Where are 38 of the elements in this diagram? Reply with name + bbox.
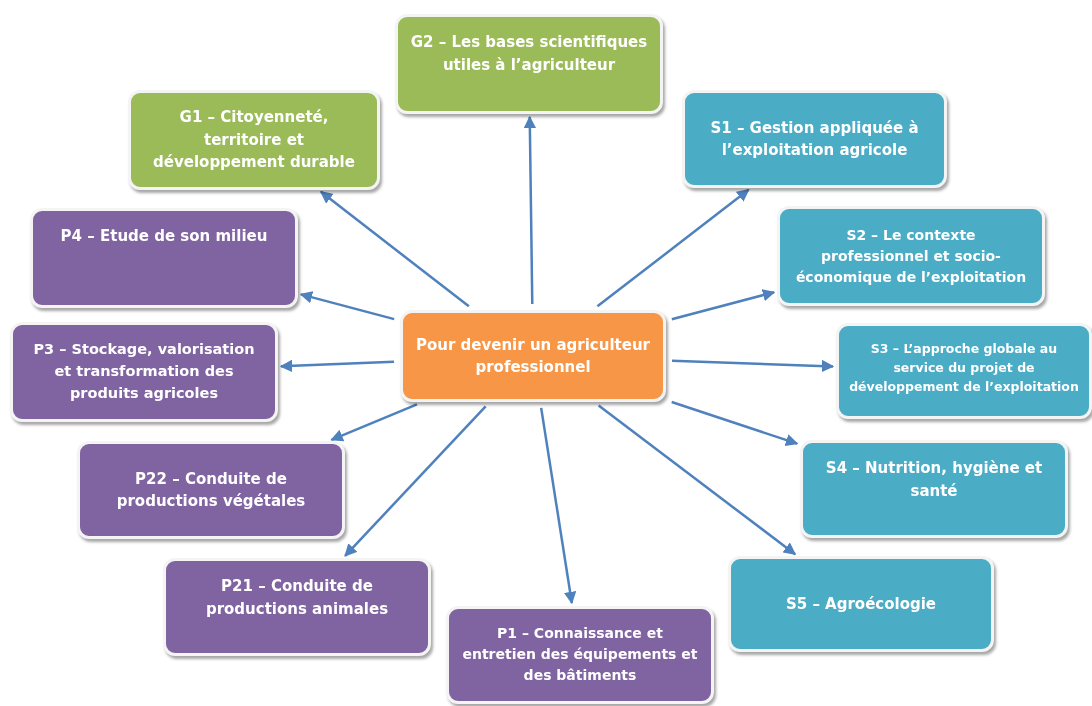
box-text: S5 – Agroécologie <box>785 593 937 615</box>
module-box <box>163 558 431 656</box>
module-box <box>30 208 298 308</box>
arrow <box>299 291 395 321</box>
arrow <box>539 407 577 605</box>
box-text: P1 – Connaissance et entretien des équipements et des bâtiments <box>461 624 699 685</box>
arrow <box>671 359 835 373</box>
arrow <box>330 403 418 442</box>
box-text: G2 – Les bases scientifiques utiles à l’agriculteur <box>409 32 649 76</box>
arrow <box>344 405 487 557</box>
module-box <box>777 206 1045 306</box>
module-box <box>728 556 994 652</box>
module-box <box>395 14 663 114</box>
module-box <box>10 322 278 422</box>
box-text: Pour devenir un agriculteur professionnel <box>415 334 651 378</box>
box-text: P3 – Stockage, valorisation et transformation des produits agricoles <box>32 340 256 403</box>
module-box <box>128 90 380 190</box>
box-text: S1 – Gestion appliquée à l’exploitation agricole <box>709 117 920 161</box>
box-text: S4 – Nutrition, hygiène et santé <box>824 458 1044 502</box>
arrow <box>279 359 395 373</box>
module-box <box>836 323 1092 419</box>
arrow <box>523 115 537 304</box>
box-text: P4 – Etude de son milieu <box>60 226 268 247</box>
box-text: G1 – Citoyenneté, territoire et développement durable <box>152 107 356 174</box>
module-box <box>77 441 345 539</box>
central-box <box>400 310 666 402</box>
module-box <box>446 606 714 704</box>
module-box <box>682 90 947 188</box>
arrow <box>671 289 776 321</box>
module-box <box>800 440 1068 538</box>
arrow <box>597 404 797 556</box>
box-text: S3 – L’approche globale au service du projet de développement de l’exploitation <box>849 340 1079 396</box>
arrow <box>319 190 470 308</box>
box-text: P22 – Conduite de productions végétales <box>115 468 307 512</box>
box-text: S2 – Le contexte professionnel et socio-économique de l’exploitation <box>794 225 1028 287</box>
arrow <box>596 188 750 308</box>
box-text: P21 – Conduite de productions animales <box>204 576 390 620</box>
arrow <box>671 400 799 446</box>
